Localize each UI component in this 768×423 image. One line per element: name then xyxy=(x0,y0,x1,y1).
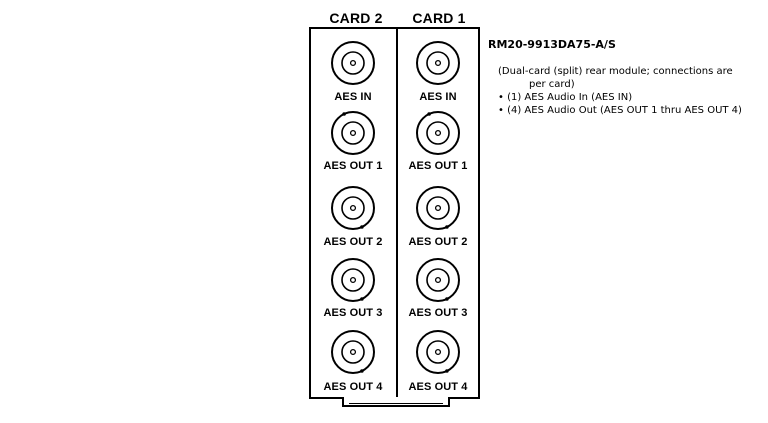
module-notes: RM20-9913DA75-A/S (Dual-card (split) rea… xyxy=(488,38,768,117)
card2-bnc-connector-1-icon xyxy=(330,110,376,156)
card1-connector-label: AES OUT 2 xyxy=(408,236,468,248)
card2-bnc-connector-0-icon xyxy=(330,40,376,86)
card2-connector-label: AES OUT 1 xyxy=(323,160,383,172)
card2-connector-label: AES OUT 3 xyxy=(323,307,383,319)
card2-connector-label: AES IN xyxy=(334,91,372,103)
card2-connector-label: AES OUT 4 xyxy=(323,381,383,393)
card-divider xyxy=(396,27,398,399)
card1-bnc-connector-1-icon xyxy=(415,110,461,156)
card-2-header: CARD 2 xyxy=(329,10,383,26)
card-1-header: CARD 1 xyxy=(412,10,466,26)
module-bottom-tab xyxy=(342,397,450,407)
card1-connector-label: AES IN xyxy=(419,91,457,103)
description-line-1: (Dual-card (split) rear module; connecti… xyxy=(498,66,733,77)
bullet-aes-out: • (4) AES Audio Out (AES OUT 1 thru AES … xyxy=(498,105,742,116)
card1-connector-label: AES OUT 1 xyxy=(408,160,468,172)
card1-bnc-connector-0-icon xyxy=(415,40,461,86)
bullet-aes-in: • (1) AES Audio In (AES IN) xyxy=(498,92,633,103)
card2-bnc-connector-2-icon xyxy=(330,185,376,231)
card2-connector-label: AES OUT 2 xyxy=(323,236,383,248)
card1-connector-label: AES OUT 4 xyxy=(408,381,468,393)
card1-bnc-connector-4-icon xyxy=(415,329,461,375)
model-number: RM20-9913DA75-A/S xyxy=(488,38,616,51)
module-bottom-tab-inner xyxy=(349,397,443,404)
card1-bnc-connector-3-icon xyxy=(415,257,461,303)
description-line-2: per card) xyxy=(529,79,575,90)
card1-bnc-connector-2-icon xyxy=(415,185,461,231)
card2-bnc-connector-3-icon xyxy=(330,257,376,303)
card2-bnc-connector-4-icon xyxy=(330,329,376,375)
card1-connector-label: AES OUT 3 xyxy=(408,307,468,319)
